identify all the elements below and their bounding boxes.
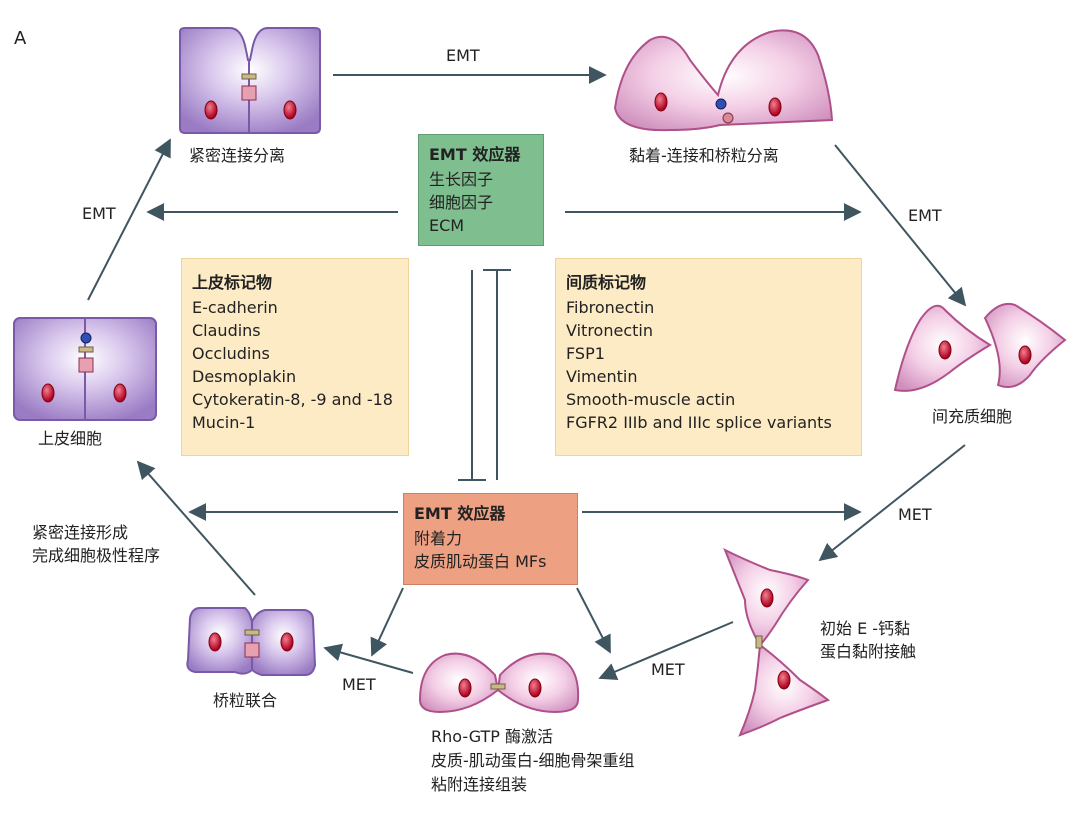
label-tight-formation-1: 紧密连接形成 xyxy=(32,523,129,542)
cell-mesenchymal xyxy=(893,302,1067,392)
label-rho-3: 粘附连接组装 xyxy=(431,775,528,794)
arrow-met-bottom-left xyxy=(323,643,414,674)
met-effector-item: 皮质肌动蛋白 MFs xyxy=(414,552,547,571)
label-emt-right: EMT xyxy=(908,206,942,225)
met-effector-box: EMT 效应器 附着力 皮质肌动蛋白 MFs xyxy=(403,493,578,585)
arrow-emt-right xyxy=(834,144,967,307)
epithelial-marker-item: Mucin-1 xyxy=(192,413,256,432)
cell-desmosome-junction xyxy=(186,607,317,676)
label-tight-junction-dissociation: 紧密连接分离 xyxy=(189,146,286,165)
label-initial-contact-2: 蛋白黏附接触 xyxy=(820,642,917,661)
epithelial-marker-item: Occludins xyxy=(192,344,270,363)
epithelial-markers-title: 上皮标记物 xyxy=(192,273,273,292)
label-epithelial-cell: 上皮细胞 xyxy=(38,429,103,448)
panel-label: A xyxy=(14,28,27,49)
emt-effector-item: 生长因子 xyxy=(429,170,494,189)
cell-adherens-dissociation xyxy=(613,29,834,132)
label-met-bottom-right: MET xyxy=(651,660,685,679)
emt-effector-item: ECM xyxy=(429,216,465,235)
inhibition-symbol xyxy=(458,269,511,481)
label-initial-contact-1: 初始 E -钙黏 xyxy=(820,619,911,638)
epithelial-marker-item: Desmoplakin xyxy=(192,367,297,386)
label-emt-top: EMT xyxy=(446,46,480,65)
mesenchymal-marker-item: Vitronectin xyxy=(566,321,653,340)
epithelial-marker-item: Claudins xyxy=(192,321,261,340)
label-desmosome-junction: 桥粒联合 xyxy=(213,691,278,710)
cell-rho-gtp xyxy=(418,652,580,714)
arrow-met-to-epithelial xyxy=(136,460,256,596)
met-effector-item: 附着力 xyxy=(414,529,463,548)
label-emt-left: EMT xyxy=(82,204,116,223)
emt-effector-item: 细胞因子 xyxy=(429,193,494,212)
label-rho-2: 皮质-肌动蛋白-细胞骨架重组 xyxy=(431,751,635,770)
emt-effector-box: EMT 效应器 生长因子 细胞因子 ECM xyxy=(418,134,544,246)
label-adherens-dissociation: 黏着-连接和桥粒分离 xyxy=(629,146,779,165)
label-rho-1: Rho-GTP 酶激活 xyxy=(431,727,554,746)
met-effector-title: EMT 效应器 xyxy=(414,504,506,523)
mesenchymal-markers-title: 间质标记物 xyxy=(566,273,647,292)
epithelial-marker-item: E-cadherin xyxy=(192,298,278,317)
mesenchymal-marker-item: FSP1 xyxy=(566,344,605,363)
mesenchymal-markers-box: 间质标记物 Fibronectin Vitronectin FSP1 Vimen… xyxy=(555,258,862,456)
label-met-right: MET xyxy=(898,505,932,524)
mesenchymal-marker-item: Smooth-muscle actin xyxy=(566,390,736,409)
emt-effector-title: EMT 效应器 xyxy=(429,145,521,164)
arrow-met-bottom-right xyxy=(598,621,734,681)
cell-epithelial xyxy=(13,317,157,421)
arrow-effector2-down-right xyxy=(576,587,611,654)
epithelial-marker-item: Cytokeratin-8, -9 and -18 xyxy=(192,390,393,409)
label-mesenchymal-cell: 间充质细胞 xyxy=(932,407,1013,426)
arrow-emt-left xyxy=(87,138,171,301)
arrow-effector2-down-left xyxy=(370,587,404,657)
cell-initial-contact xyxy=(723,547,831,737)
label-met-bottom-left: MET xyxy=(342,675,376,694)
mesenchymal-marker-item: Vimentin xyxy=(566,367,638,386)
label-tight-formation-2: 完成细胞极性程序 xyxy=(32,546,161,565)
cell-tight-junction-dissociation xyxy=(179,27,321,134)
mesenchymal-marker-item: Fibronectin xyxy=(566,298,655,317)
arrow-met-right xyxy=(818,444,966,562)
epithelial-markers-box: 上皮标记物 E-cadherin Claudins Occludins Desm… xyxy=(181,258,409,456)
mesenchymal-marker-item: FGFR2 IIIb and IIIc splice variants xyxy=(566,413,832,432)
